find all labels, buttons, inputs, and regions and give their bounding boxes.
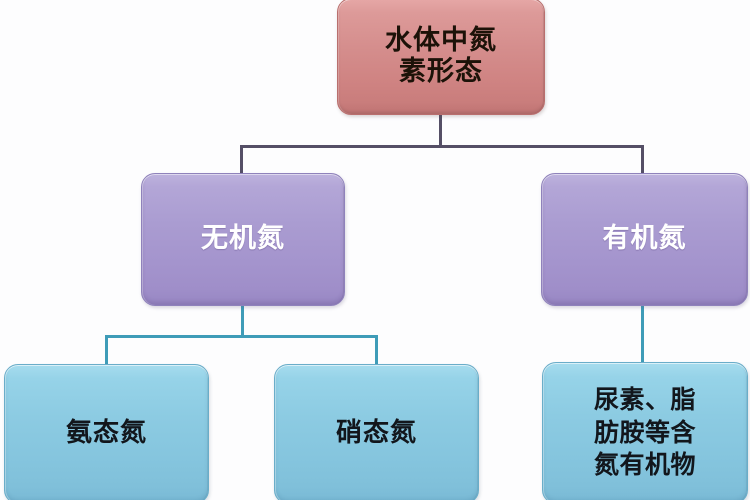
node-root-nitrogen-forms[interactable]: 水体中氮 素形态 — [337, 0, 545, 115]
node-nitrate-nitrogen-label: 硝态氮 — [335, 418, 417, 449]
node-nitrate-nitrogen[interactable]: 硝态氮 — [274, 364, 479, 500]
connector-root-stem — [439, 115, 442, 148]
connector-to-inorganic — [240, 145, 243, 175]
node-ammonium-nitrogen[interactable]: 氨态氮 — [4, 364, 209, 500]
connector-to-organic-compounds — [641, 306, 644, 364]
node-organic-compounds-label: 尿素、脂 肪胺等含 氮有机物 — [593, 385, 696, 480]
node-organic-compounds[interactable]: 尿素、脂 肪胺等含 氮有机物 — [542, 362, 748, 500]
node-organic-nitrogen-label: 有机氮 — [602, 223, 687, 255]
connector-to-nitrate — [375, 335, 378, 366]
connector-inorganic-stem — [241, 306, 244, 337]
node-inorganic-nitrogen[interactable]: 无机氮 — [141, 173, 345, 306]
node-root-label: 水体中氮 素形态 — [385, 25, 497, 87]
node-ammonium-nitrogen-label: 氨态氮 — [65, 418, 147, 449]
connector-to-organic — [641, 145, 644, 175]
node-organic-nitrogen[interactable]: 有机氮 — [541, 173, 748, 306]
connector-branch-bus — [240, 145, 644, 148]
connector-to-ammonium — [105, 335, 108, 366]
connector-leaf-bus — [105, 335, 378, 338]
node-inorganic-nitrogen-label: 无机氮 — [201, 223, 285, 255]
